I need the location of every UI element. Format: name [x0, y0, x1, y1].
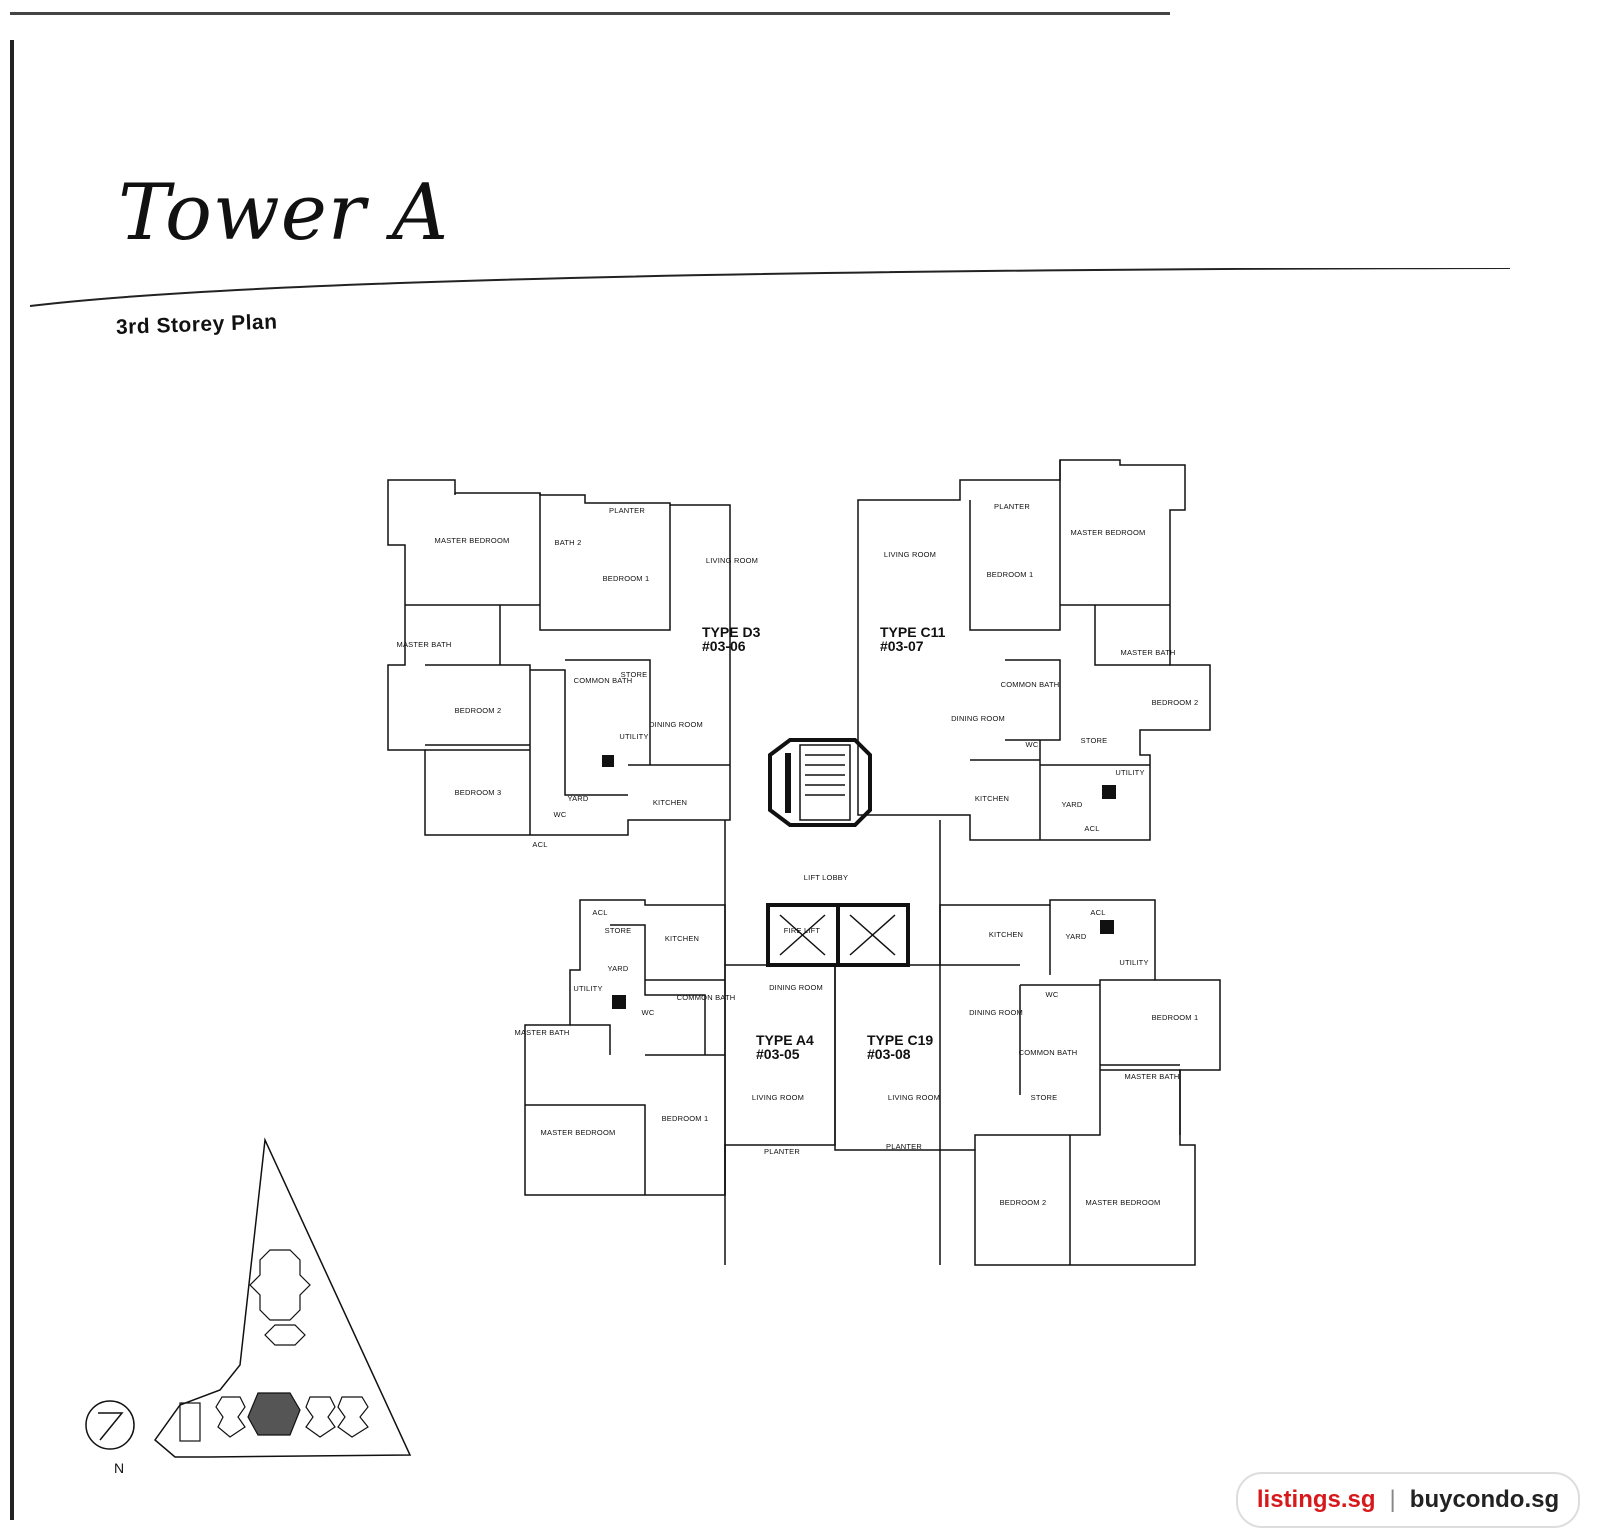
- label-kitchen-c11: KITCHEN: [975, 794, 1009, 803]
- watermark-left: listings.sg: [1256, 1486, 1376, 1513]
- unit-c19-outline: [834, 899, 1221, 1266]
- label-bedroom-1-c11: BEDROOM 1: [987, 570, 1034, 579]
- label-utility-c19: UTILITY: [1119, 958, 1148, 967]
- label-master-bath-a4: MASTER BATH: [515, 1028, 570, 1037]
- unit-type-d3: TYPE D3: [702, 624, 761, 640]
- label-kitchen-a4: KITCHEN: [665, 934, 699, 943]
- unit-number-c11: #03-07: [880, 638, 924, 654]
- label-dining-room-c11: DINING ROOM: [951, 714, 1005, 723]
- watermark-right: buycondo.sg: [1409, 1486, 1560, 1513]
- unit-number-a4: #03-05: [756, 1046, 800, 1062]
- label-common-bath-c19: COMMON BATH: [1019, 1048, 1078, 1057]
- tower-a-highlight: [247, 1392, 301, 1436]
- label-utility-a4: UTILITY: [573, 984, 602, 993]
- watermark-separator: |: [1389, 1486, 1396, 1513]
- page-subtitle: 3rd Storey Plan: [115, 310, 278, 339]
- label-living-room-c11: LIVING ROOM: [884, 550, 936, 559]
- label-master-bedroom-a4: MASTER BEDROOM: [541, 1128, 616, 1137]
- stair-core: [768, 738, 872, 827]
- label-acl-c19: ACL: [1090, 908, 1105, 917]
- label-store-a4: STORE: [605, 926, 632, 935]
- label-living-room-d3: LIVING ROOM: [706, 556, 758, 565]
- label-utility-c11: UTILITY: [1115, 768, 1144, 777]
- label-store-d3: STORE: [621, 670, 648, 679]
- label-master-bedroom-c19: MASTER BEDROOM: [1086, 1198, 1161, 1207]
- unit-type-c19: TYPE C19: [867, 1032, 933, 1048]
- label-master-bath-c19: MASTER BATH: [1125, 1072, 1180, 1081]
- label-bedroom-2-d3: BEDROOM 2: [455, 706, 502, 715]
- label-yard-d3: YARD: [567, 794, 588, 803]
- label-living-room-c19: LIVING ROOM: [888, 1093, 940, 1102]
- label-dining-room-a4: DINING ROOM: [769, 983, 823, 992]
- label-lift-lobby: LIFT LOBBY: [804, 873, 848, 882]
- watermark-badge: listings.sg | buycondo.sg: [1236, 1472, 1580, 1528]
- label-bath-2-d3: BATH 2: [555, 538, 582, 547]
- label-master-bedroom-d3: MASTER BEDROOM: [435, 536, 510, 545]
- label-wc-a4: WC: [642, 1008, 655, 1017]
- page-edge-top: [10, 12, 1170, 15]
- label-store-c19: STORE: [1031, 1093, 1058, 1102]
- site-boundary: [153, 1137, 412, 1458]
- label-wc-d3: WC: [554, 810, 567, 819]
- label-bedroom-2-c19: BEDROOM 2: [1000, 1198, 1047, 1207]
- unit-number-c19: #03-08: [867, 1046, 911, 1062]
- unit-d3-outline: [387, 479, 731, 836]
- label-planter-a4: PLANTER: [764, 1147, 800, 1156]
- label-acl-d3: ACL: [532, 840, 547, 849]
- unit-number-d3: #03-06: [702, 638, 746, 654]
- label-yard-c11: YARD: [1061, 800, 1082, 809]
- label-acl-a4: ACL: [592, 908, 607, 917]
- label-bedroom-1-d3: BEDROOM 1: [603, 574, 650, 583]
- key-plan: N: [85, 1137, 412, 1476]
- label-yard-c19: YARD: [1065, 932, 1086, 941]
- label-common-bath-c11: COMMON BATH: [1001, 680, 1060, 689]
- label-kitchen-d3: KITCHEN: [653, 798, 687, 807]
- label-store-c11: STORE: [1081, 736, 1108, 745]
- label-acl-c11: ACL: [1084, 824, 1099, 833]
- unit-type-a4: TYPE A4: [756, 1032, 814, 1048]
- label-bedroom-1-c19: BEDROOM 1: [1152, 1013, 1199, 1022]
- unit-type-c11: TYPE C11: [880, 624, 946, 640]
- label-dining-room-c19: DINING ROOM: [969, 1008, 1023, 1017]
- compass-needle-icon: [98, 1412, 124, 1441]
- page-title: Tower A: [118, 168, 450, 258]
- label-kitchen-c19: KITCHEN: [989, 930, 1023, 939]
- label-bedroom-1-a4: BEDROOM 1: [662, 1114, 709, 1123]
- floor-plan: MASTER BEDROOM BATH 2 BEDROOM 1 PLANTER …: [387, 459, 1221, 1266]
- label-wc-c11: WC: [1026, 740, 1039, 749]
- label-planter-c11: PLANTER: [994, 502, 1030, 511]
- label-utility-d3: UTILITY: [619, 732, 648, 741]
- label-wc-c19: WC: [1046, 990, 1059, 999]
- page-edge: [10, 40, 14, 1520]
- label-planter-d3: PLANTER: [609, 506, 645, 515]
- title-rule: [30, 268, 1510, 307]
- label-bedroom-2-c11: BEDROOM 2: [1152, 698, 1199, 707]
- label-master-bedroom-c11: MASTER BEDROOM: [1071, 528, 1146, 537]
- label-master-bath-d3: MASTER BATH: [397, 640, 452, 649]
- label-common-bath-d3: COMMON BATH: [574, 676, 633, 685]
- label-bedroom-3-d3: BEDROOM 3: [455, 788, 502, 797]
- label-yard-a4: YARD: [607, 964, 628, 973]
- compass-north-label: N: [114, 1460, 124, 1476]
- compass-rose: [85, 1400, 135, 1450]
- label-planter-c19: PLANTER: [886, 1142, 922, 1151]
- label-common-bath-a4: COMMON BATH: [677, 993, 736, 1002]
- label-master-bath-c11: MASTER BATH: [1121, 648, 1176, 657]
- label-living-room-a4: LIVING ROOM: [752, 1093, 804, 1102]
- label-dining-room-d3: DINING ROOM: [649, 720, 703, 729]
- label-fire-lift: FIRE LIFT: [784, 926, 821, 935]
